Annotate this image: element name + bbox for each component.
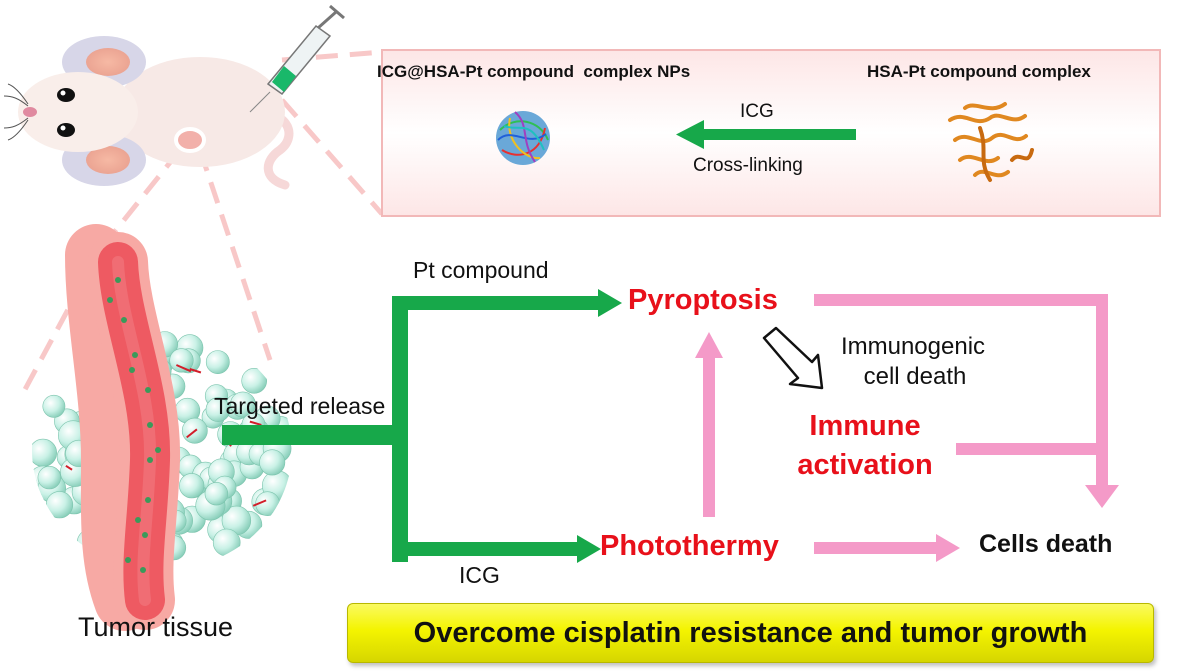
cell-death-arrows	[695, 294, 1119, 562]
syringe-illustration	[249, 4, 345, 113]
capillary-line	[59, 530, 66, 537]
mouse-illustration	[3, 36, 294, 190]
tumor-cell	[241, 367, 267, 394]
photothermy-label: Photothermy	[600, 530, 779, 562]
immunogenic-arrow	[762, 326, 824, 390]
capillary-line	[65, 464, 73, 471]
tumor-cell	[205, 397, 231, 422]
crosslink-arrow	[676, 120, 856, 149]
tumor-cell	[45, 491, 74, 519]
nanoparticle-dot	[125, 557, 131, 563]
nanoparticle-title: ICG@HSA-Pt compound complex NPs	[377, 62, 691, 81]
nanoparticle-dot	[140, 567, 146, 573]
nanoparticle-dot	[132, 352, 138, 358]
tumor-cell	[32, 438, 57, 467]
activation-label: activation	[797, 449, 933, 481]
nanoparticle-dot	[121, 317, 127, 323]
tumor-cell	[179, 473, 205, 499]
protein-complex-illustration	[948, 102, 1034, 182]
nanoparticle-dot	[147, 422, 153, 428]
tumor-cell	[42, 394, 66, 418]
nanoparticle-dot	[145, 387, 151, 393]
nanoparticle-dot	[145, 497, 151, 503]
tumor-tissue-label: Tumor tissue	[78, 612, 234, 642]
nanoparticle-dot	[129, 367, 135, 373]
capillary-line	[252, 499, 267, 507]
capillary-line	[249, 420, 262, 426]
tumor-cell	[259, 449, 286, 476]
blood-vessel-illustration	[65, 224, 181, 631]
pyroptosis-label: Pyroptosis	[628, 284, 778, 316]
nanoparticle-dot	[155, 447, 161, 453]
crosslinking-label: Cross-linking	[693, 155, 803, 176]
capillary-line	[175, 364, 192, 373]
tumor-cell	[212, 528, 241, 557]
conclusion-text: Overcome cisplatin resistance and tumor …	[413, 616, 1088, 649]
nanoparticle-dot	[147, 457, 153, 463]
immunogenic-label: Immunogenic	[840, 333, 986, 360]
tumor-cell	[229, 391, 256, 418]
tumor-cell	[37, 465, 62, 490]
conclusion-banner: Overcome cisplatin resistance and tumor …	[347, 603, 1154, 663]
capillary-line	[189, 368, 202, 374]
nanoparticle-dot	[135, 517, 141, 523]
icg-pathway-label: ICG	[459, 562, 500, 588]
capillary-line	[186, 428, 198, 439]
pt-compound-label: Pt compound	[413, 257, 549, 283]
tumor-cell	[205, 350, 230, 375]
targeted-release-arrows	[222, 289, 622, 563]
tumor-cell	[204, 482, 229, 506]
immune-label: Immune	[809, 410, 921, 442]
nanoparticle-dot	[107, 297, 113, 303]
targeted-release-label: Targeted release	[214, 393, 386, 419]
icg-arrow-label: ICG	[740, 101, 774, 122]
cell-death-label: cell death	[863, 363, 967, 390]
nanoparticle-dot	[142, 532, 148, 538]
tumor-cell	[169, 348, 194, 373]
cells-death-label: Cells death	[979, 530, 1113, 558]
complex-title: HSA-Pt compound complex	[867, 62, 1091, 81]
nanoparticle-dot	[115, 277, 121, 283]
nanoparticle-illustration	[496, 111, 550, 165]
